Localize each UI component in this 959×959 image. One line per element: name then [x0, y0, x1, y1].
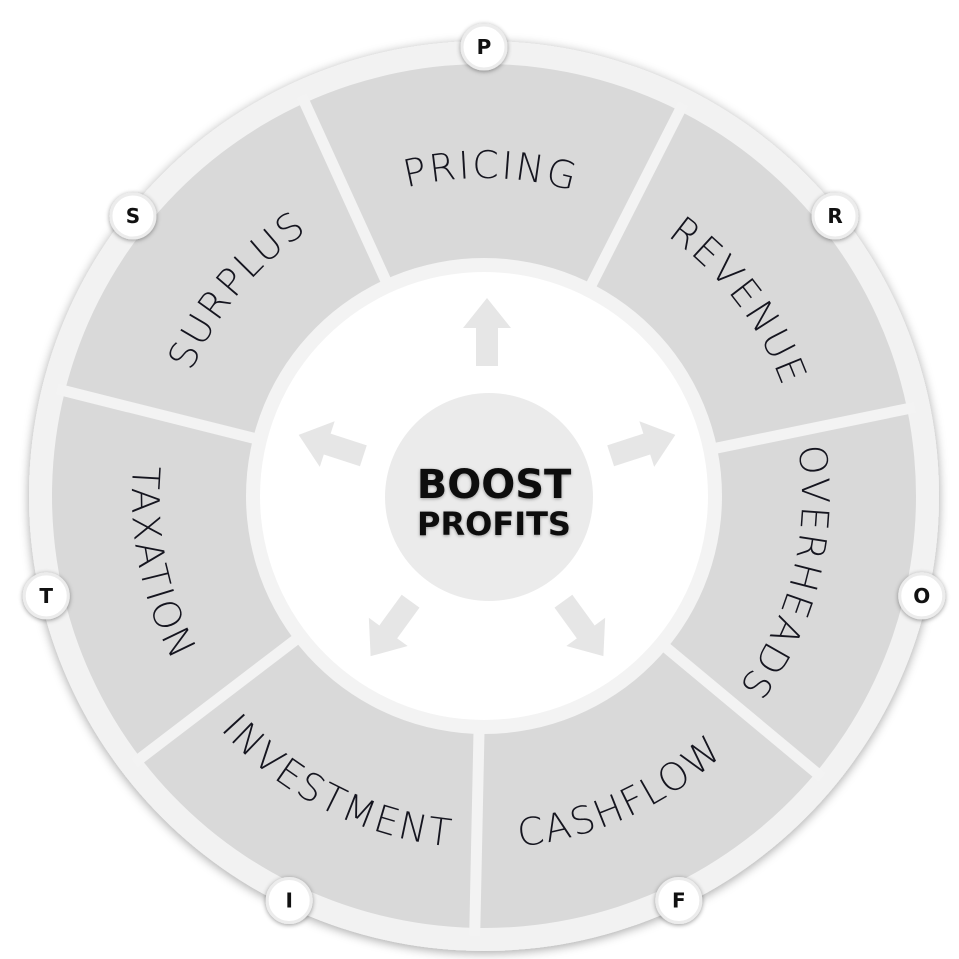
badge-r: R — [811, 192, 859, 240]
arrow-icon — [368, 594, 420, 657]
arrow-icon — [607, 421, 676, 467]
arrow-icon — [463, 298, 511, 366]
segment-cashflow — [474, 647, 816, 929]
badge-circle — [655, 877, 703, 925]
badge-circle — [265, 877, 313, 925]
badge-circle — [109, 192, 157, 240]
center-title-line2: PROFITS — [417, 505, 571, 543]
segment-taxation — [52, 390, 297, 759]
segment-divider — [582, 101, 689, 296]
segment-investment — [140, 639, 479, 928]
badge-letter: O — [913, 584, 930, 608]
segment-divider — [130, 629, 307, 768]
segment-divider — [296, 93, 395, 291]
badge-letter: P — [477, 35, 492, 59]
segment-overheads — [665, 408, 916, 773]
segment-divider — [706, 401, 917, 456]
badge-s: S — [109, 192, 157, 240]
segment-divider — [469, 723, 485, 937]
badge-circle — [22, 572, 70, 620]
badge-letter: R — [827, 204, 842, 228]
badge-f: F — [655, 877, 703, 925]
badge-circle — [898, 572, 946, 620]
segment-revenue — [590, 110, 908, 449]
badge-t: T — [22, 572, 70, 620]
center-title-line1: BOOST — [417, 462, 572, 508]
badge-o: O — [898, 572, 946, 620]
segment-divider — [55, 383, 265, 446]
badge-p: P — [460, 23, 508, 71]
center-circle — [385, 393, 593, 601]
badge-circle — [811, 192, 859, 240]
badge-i: I — [265, 877, 313, 925]
segment-pricing — [304, 64, 680, 286]
badge-letter: S — [126, 204, 140, 228]
badge-letter: T — [39, 584, 53, 608]
badge-letter: I — [285, 889, 292, 913]
segment-surplus — [64, 102, 387, 439]
segment-divider — [655, 637, 826, 782]
arrow-icon — [554, 594, 606, 657]
badge-circle — [460, 23, 508, 71]
arrow-icon — [298, 421, 367, 467]
badge-letter: F — [672, 889, 686, 913]
